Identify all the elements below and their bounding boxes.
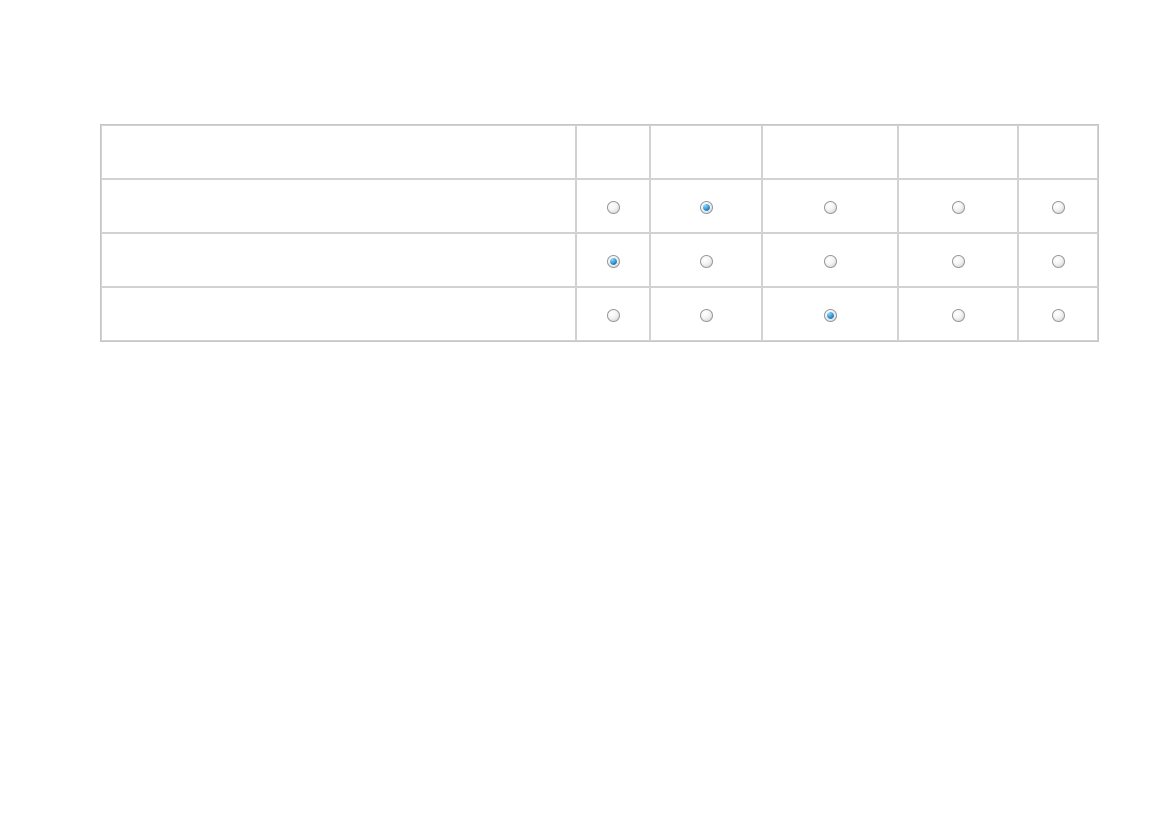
table-row bbox=[101, 233, 1098, 287]
radio-button[interactable] bbox=[1051, 200, 1065, 214]
option-cell bbox=[576, 287, 650, 341]
radio-button[interactable] bbox=[699, 254, 713, 268]
radio-button[interactable] bbox=[1051, 308, 1065, 322]
header-option-cell-1 bbox=[576, 125, 650, 179]
radio-button[interactable] bbox=[699, 200, 713, 214]
radio-button[interactable] bbox=[823, 308, 837, 322]
option-cell bbox=[1018, 287, 1098, 341]
option-cell bbox=[762, 179, 898, 233]
table-row bbox=[101, 179, 1098, 233]
radio-button[interactable] bbox=[951, 254, 965, 268]
option-cell bbox=[650, 233, 762, 287]
option-cell bbox=[898, 233, 1018, 287]
option-cell bbox=[576, 179, 650, 233]
radio-button[interactable] bbox=[606, 254, 620, 268]
option-cell bbox=[576, 233, 650, 287]
radio-button[interactable] bbox=[606, 200, 620, 214]
header-row-label-cell bbox=[101, 125, 576, 179]
row-label-cell bbox=[101, 233, 576, 287]
option-cell bbox=[1018, 233, 1098, 287]
question-matrix-table bbox=[100, 124, 1099, 342]
radio-button[interactable] bbox=[951, 308, 965, 322]
row-label-cell bbox=[101, 179, 576, 233]
radio-button[interactable] bbox=[1051, 254, 1065, 268]
header-option-cell-2 bbox=[650, 125, 762, 179]
radio-button[interactable] bbox=[823, 254, 837, 268]
option-cell bbox=[650, 287, 762, 341]
option-cell bbox=[898, 179, 1018, 233]
header-row bbox=[101, 125, 1098, 179]
header-option-cell-4 bbox=[898, 125, 1018, 179]
table-row bbox=[101, 287, 1098, 341]
option-cell bbox=[1018, 179, 1098, 233]
option-cell bbox=[762, 287, 898, 341]
radio-button[interactable] bbox=[951, 200, 965, 214]
radio-button[interactable] bbox=[699, 308, 713, 322]
header-option-cell-5 bbox=[1018, 125, 1098, 179]
option-cell bbox=[898, 287, 1018, 341]
row-label-cell bbox=[101, 287, 576, 341]
option-cell bbox=[650, 179, 762, 233]
header-option-cell-3 bbox=[762, 125, 898, 179]
radio-button[interactable] bbox=[823, 200, 837, 214]
option-cell bbox=[762, 233, 898, 287]
radio-button[interactable] bbox=[606, 308, 620, 322]
